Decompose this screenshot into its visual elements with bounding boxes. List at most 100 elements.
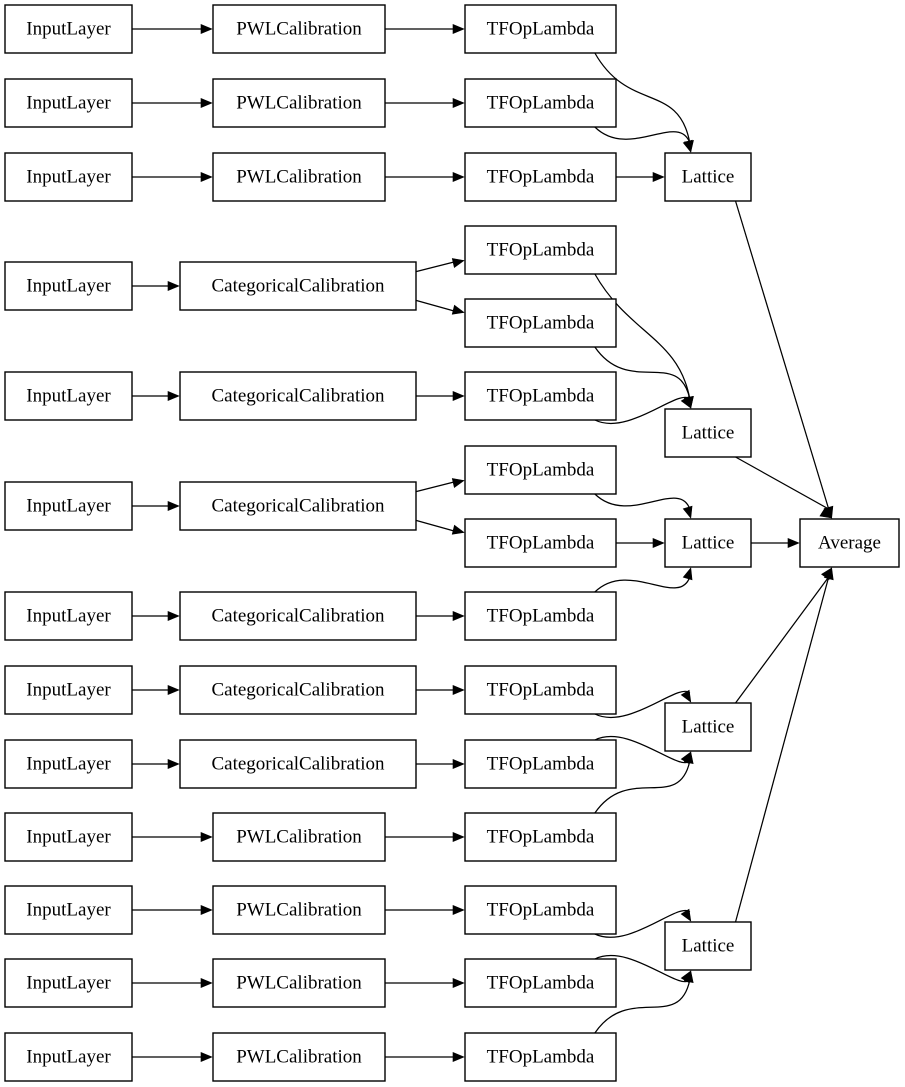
edge-arrowhead (683, 751, 694, 765)
node-box (664, 702, 752, 752)
edge-arrowhead (167, 610, 180, 622)
edge-arrowhead (200, 1051, 213, 1063)
graph-node-inputlayer[interactable]: InputLayer (4, 78, 133, 128)
node-box (212, 78, 386, 128)
graph-node-lattice[interactable]: Lattice (664, 408, 752, 458)
graph-node-pwlcalibration[interactable]: PWLCalibration (212, 78, 386, 128)
graph-node-lattice[interactable]: Lattice (664, 152, 752, 202)
node-box (464, 225, 617, 275)
graph-node-pwlcalibration[interactable]: PWLCalibration (212, 4, 386, 54)
node-label: TFOpLambda (487, 239, 595, 260)
node-label: InputLayer (26, 275, 111, 296)
node-box (4, 261, 133, 311)
node-box (4, 812, 133, 862)
edge-arrowhead (680, 689, 692, 703)
graph-node-tfoplambda[interactable]: TFOpLambda (464, 445, 617, 495)
graph-node-tfoplambda[interactable]: TFOpLambda (464, 958, 617, 1008)
graph-edge (132, 684, 180, 696)
edge-line (594, 493, 691, 510)
graph-edge (385, 1051, 465, 1063)
graph-edge (594, 751, 694, 814)
edge-arrowhead (167, 500, 180, 512)
node-box (179, 481, 417, 531)
graph-node-pwlcalibration[interactable]: PWLCalibration (212, 1032, 386, 1082)
node-box (4, 78, 133, 128)
edge-arrowhead (652, 537, 665, 549)
graph-node-inputlayer[interactable]: InputLayer (4, 739, 133, 789)
graph-node-categoricalcalibration[interactable]: CategoricalCalibration (179, 481, 417, 531)
node-label: PWLCalibration (236, 18, 362, 39)
graph-edge (132, 831, 213, 843)
graph-edge (132, 23, 213, 35)
graph-node-tfoplambda[interactable]: TFOpLambda (464, 4, 617, 54)
node-box (179, 739, 417, 789)
graph-node-inputlayer[interactable]: InputLayer (4, 371, 133, 421)
graph-node-inputlayer[interactable]: InputLayer (4, 4, 133, 54)
graph-node-tfoplambda[interactable]: TFOpLambda (464, 812, 617, 862)
node-label: InputLayer (26, 166, 111, 187)
graph-node-inputlayer[interactable]: InputLayer (4, 152, 133, 202)
graph-node-tfoplambda[interactable]: TFOpLambda (464, 518, 617, 568)
edge-arrowhead (452, 171, 465, 183)
graph-node-tfoplambda[interactable]: TFOpLambda (464, 371, 617, 421)
edge-line (594, 690, 691, 719)
edge-arrowhead (452, 23, 465, 35)
node-box (212, 152, 386, 202)
edge-line (415, 299, 456, 312)
node-box (664, 152, 752, 202)
graph-edge (734, 200, 834, 519)
graph-edge (385, 977, 465, 989)
graph-node-tfoplambda[interactable]: TFOpLambda (464, 739, 617, 789)
edge-line (594, 396, 691, 425)
graph-node-inputlayer[interactable]: InputLayer (4, 665, 133, 715)
edge-arrowhead (652, 171, 665, 183)
graph-node-categoricalcalibration[interactable]: CategoricalCalibration (179, 739, 417, 789)
node-label: InputLayer (26, 972, 111, 993)
graph-node-categoricalcalibration[interactable]: CategoricalCalibration (179, 371, 417, 421)
node-label: TFOpLambda (487, 166, 595, 187)
graph-node-categoricalcalibration[interactable]: CategoricalCalibration (179, 261, 417, 311)
graph-node-categoricalcalibration[interactable]: CategoricalCalibration (179, 665, 417, 715)
graph-node-average[interactable]: Average (799, 518, 900, 568)
graph-node-inputlayer[interactable]: InputLayer (4, 958, 133, 1008)
edge-line (734, 576, 830, 923)
graph-node-tfoplambda[interactable]: TFOpLambda (464, 591, 617, 641)
graph-node-pwlcalibration[interactable]: PWLCalibration (212, 958, 386, 1008)
node-label: CategoricalCalibration (211, 275, 385, 296)
graph-node-pwlcalibration[interactable]: PWLCalibration (212, 885, 386, 935)
graph-edge (594, 689, 692, 719)
edge-line (594, 273, 691, 400)
graph-node-lattice[interactable]: Lattice (664, 702, 752, 752)
node-label: TFOpLambda (487, 899, 595, 920)
graph-node-inputlayer[interactable]: InputLayer (4, 885, 133, 935)
graph-node-inputlayer[interactable]: InputLayer (4, 591, 133, 641)
graph-node-inputlayer[interactable]: InputLayer (4, 812, 133, 862)
graph-node-tfoplambda[interactable]: TFOpLambda (464, 665, 617, 715)
graph-node-pwlcalibration[interactable]: PWLCalibration (212, 812, 386, 862)
node-box (464, 1032, 617, 1082)
node-label: CategoricalCalibration (211, 753, 385, 774)
edge-line (415, 481, 456, 493)
graph-node-inputlayer[interactable]: InputLayer (4, 481, 133, 531)
graph-node-inputlayer[interactable]: InputLayer (4, 1032, 133, 1082)
edge-arrowhead (819, 507, 833, 519)
graph-node-tfoplambda[interactable]: TFOpLambda (464, 1032, 617, 1082)
graph-node-lattice[interactable]: Lattice (664, 921, 752, 971)
graph-node-tfoplambda[interactable]: TFOpLambda (464, 225, 617, 275)
node-label: PWLCalibration (236, 826, 362, 847)
graph-node-tfoplambda[interactable]: TFOpLambda (464, 298, 617, 348)
graph-node-lattice[interactable]: Lattice (664, 518, 752, 568)
node-box (464, 739, 617, 789)
graph-node-inputlayer[interactable]: InputLayer (4, 261, 133, 311)
edge-arrowhead (452, 977, 465, 989)
node-box (464, 518, 617, 568)
graph-node-tfoplambda[interactable]: TFOpLambda (464, 152, 617, 202)
graph-node-categoricalcalibration[interactable]: CategoricalCalibration (179, 591, 417, 641)
node-label: CategoricalCalibration (211, 385, 385, 406)
edge-arrowhead (452, 684, 465, 696)
graph-node-tfoplambda[interactable]: TFOpLambda (464, 78, 617, 128)
graph-node-pwlcalibration[interactable]: PWLCalibration (212, 152, 386, 202)
node-label: TFOpLambda (487, 385, 595, 406)
graph-node-tfoplambda[interactable]: TFOpLambda (464, 885, 617, 935)
edge-arrowhead (451, 524, 465, 535)
